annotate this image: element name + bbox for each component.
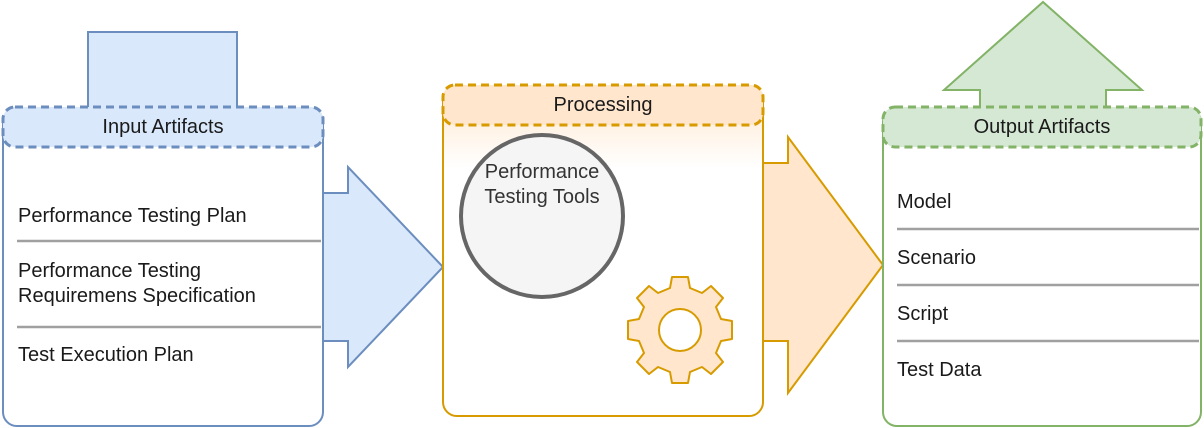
input-header-label: Input Artifacts [102,116,224,138]
arrow-processing-to-output [762,133,885,397]
tools-circle [459,133,625,299]
input-item-performance-testing-plan: Performance Testing Plan [18,205,247,227]
output-up-arrow [941,0,1145,113]
processing-header-box [441,83,765,127]
processing-header-label: Processing [553,94,653,116]
output-item-test-data: Test Data [897,359,982,381]
input-item-test-execution-plan: Test Execution Plan [18,344,194,366]
output-item-model: Model [897,191,952,213]
arrow-input-to-processing [322,164,445,370]
output-header-box [881,105,1203,149]
output-item-script: Script [897,303,949,325]
gear-icon [627,276,733,384]
tools-circle-label: Performance Testing Tools [484,161,600,208]
input-header-box [1,105,325,149]
input-item-requirements-specification: Performance Testing Requiremens Specific… [18,260,256,307]
input-tab-shape [87,31,238,113]
output-item-scenario: Scenario [897,247,976,269]
output-header-label: Output Artifacts [973,116,1111,138]
